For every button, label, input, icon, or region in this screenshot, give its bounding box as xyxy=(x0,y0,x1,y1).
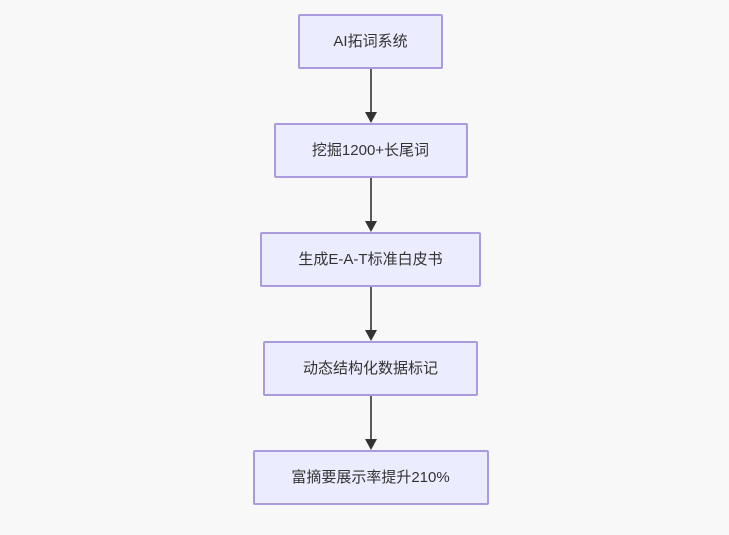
flow-node-label: 动态结构化数据标记 xyxy=(302,360,438,377)
arrow-head-down-icon xyxy=(364,330,377,341)
arrow-head-down-icon xyxy=(364,221,377,232)
flow-arrow-4 xyxy=(364,396,378,450)
arrow-line xyxy=(369,396,372,440)
arrow-line xyxy=(369,178,372,222)
arrow-line xyxy=(369,287,372,331)
arrow-head-down-icon xyxy=(364,112,377,123)
flow-arrow-3 xyxy=(364,287,378,341)
flow-node-structured-data-markup: 动态结构化数据标记 xyxy=(263,341,478,396)
flow-arrow-2 xyxy=(364,178,378,232)
flow-node-longtail-mining: 挖掘1200+长尾词 xyxy=(273,123,468,178)
flow-node-label: 挖掘1200+长尾词 xyxy=(311,142,430,159)
flow-node-label: AI拓词系统 xyxy=(333,33,408,50)
flow-node-label: 生成E-A-T标准白皮书 xyxy=(298,251,443,268)
flow-node-label: 富摘要展示率提升210% xyxy=(291,469,450,486)
flow-node-ai-keyword-system: AI拓词系统 xyxy=(298,14,443,69)
arrow-line xyxy=(369,69,372,113)
arrow-head-down-icon xyxy=(364,439,377,450)
flow-node-rich-snippet-result: 富摘要展示率提升210% xyxy=(252,450,489,505)
flow-node-eat-whitepaper: 生成E-A-T标准白皮书 xyxy=(260,232,481,287)
flow-arrow-1 xyxy=(364,69,378,123)
flowchart: AI拓词系统 挖掘1200+长尾词 生成E-A-T标准白皮书 动态结构化数据标记 xyxy=(6,0,729,505)
